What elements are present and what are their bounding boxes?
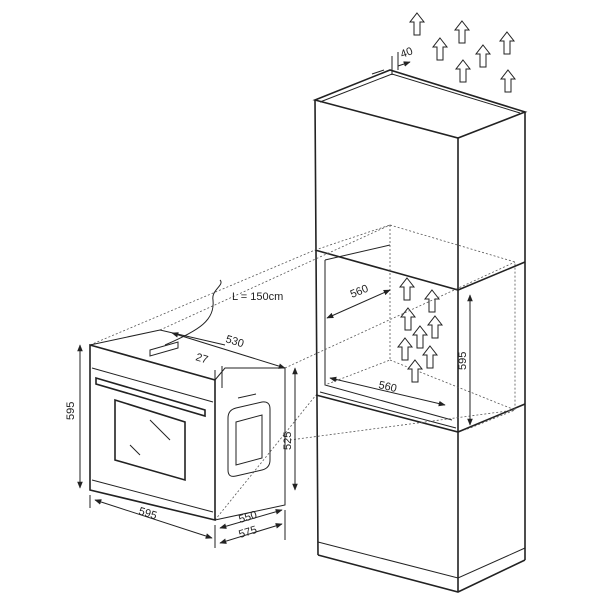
oven-body-height-label: 525 <box>282 432 294 450</box>
niche-depth-label: 560 <box>349 283 371 301</box>
airflow-arrow-icon <box>422 345 438 369</box>
oven-total-depth-label: 575 <box>237 524 258 541</box>
tall-cabinet <box>312 69 528 593</box>
oven-width-label: 595 <box>137 505 158 522</box>
airflow-arrow-icon <box>412 325 428 349</box>
airflow-arrow-icon <box>455 59 471 83</box>
niche-height-label: 595 <box>457 352 469 370</box>
niche-width-label: 560 <box>377 379 398 395</box>
vent-gap-label: 40 <box>399 45 415 60</box>
airflow-arrow-icon <box>499 31 515 55</box>
power-cable <box>164 279 222 346</box>
panel-offset-label: 27 <box>194 351 209 366</box>
airflow-arrow-icon <box>407 359 423 383</box>
airflow-arrow-icon <box>397 337 413 361</box>
oven <box>89 279 286 522</box>
oven-height-label: 595 <box>65 402 77 420</box>
airflow-arrow-icon <box>432 37 448 61</box>
airflow-arrow-icon <box>424 289 440 313</box>
oven-depth-top-label: 530 <box>224 333 245 350</box>
airflow-arrow-icon <box>400 307 416 331</box>
airflow-arrow-icon <box>409 12 425 36</box>
airflow-arrow-icon <box>399 277 415 301</box>
airflow-arrow-icon <box>427 315 443 339</box>
airflow-arrow-icon <box>500 69 516 93</box>
airflow-arrow-icon <box>475 44 491 68</box>
oven-body-depth-label: 550 <box>237 509 258 526</box>
cable-length-label: L = 150cm <box>232 291 283 303</box>
airflow-arrows <box>397 12 516 383</box>
airflow-arrow-icon <box>454 20 470 44</box>
